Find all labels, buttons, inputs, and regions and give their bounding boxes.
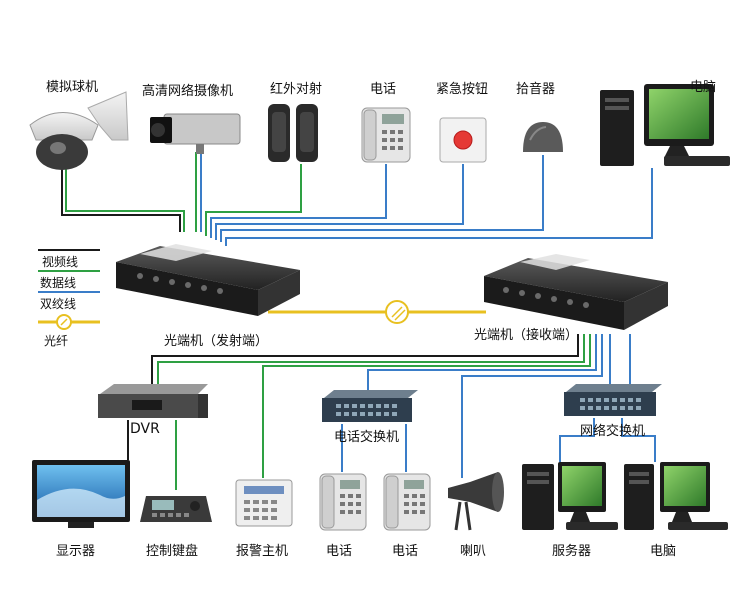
dome-camera-image bbox=[29, 91, 129, 170]
network-switch-image bbox=[564, 384, 662, 416]
cable-sw-server bbox=[559, 418, 595, 462]
computer-bottom-image bbox=[624, 462, 728, 530]
infrared-image bbox=[268, 104, 318, 162]
label-phone-switch: 电话交换机 bbox=[334, 430, 400, 445]
receiver-image bbox=[484, 254, 668, 330]
legend-fiber-label: 光纤 bbox=[44, 334, 69, 348]
legend-video-label: 视频线 bbox=[42, 255, 79, 269]
legend-twisted-label: 双绞线 bbox=[40, 297, 77, 311]
label-infrared: 红外对射 bbox=[270, 82, 323, 97]
cable-mic bbox=[220, 155, 544, 242]
server-image bbox=[522, 462, 618, 530]
phone-bottom1-image bbox=[319, 473, 367, 531]
cable-button bbox=[215, 164, 464, 240]
cable-rx-alarm bbox=[262, 334, 591, 478]
computer-top-image bbox=[600, 84, 730, 166]
fiber-coupler bbox=[385, 300, 409, 324]
cable-rx-phoneswitch bbox=[367, 334, 597, 398]
label-hd-camera: 高清网络摄像机 bbox=[142, 84, 234, 99]
legend bbox=[38, 249, 100, 330]
cable-rx-dvr-data bbox=[157, 334, 585, 392]
label-keyboard: 控制键盘 bbox=[146, 544, 199, 559]
label-computer-top: 电脑 bbox=[690, 80, 717, 95]
alarm-host-image bbox=[235, 479, 293, 527]
label-speaker: 喇叭 bbox=[460, 544, 487, 559]
label-server: 服务器 bbox=[552, 544, 592, 559]
phone-top-image bbox=[361, 107, 411, 163]
label-network-switch: 网络交换机 bbox=[580, 424, 646, 439]
cable-dome-data bbox=[65, 168, 185, 232]
phone-bottom2-image bbox=[383, 473, 431, 531]
monitor-image bbox=[32, 460, 130, 528]
legend-data-label: 数据线 bbox=[40, 276, 77, 290]
speaker-image bbox=[448, 472, 504, 531]
label-computer-bottom: 电脑 bbox=[650, 544, 677, 559]
keyboard-image bbox=[140, 496, 212, 522]
cable-rx-dvr bbox=[151, 334, 579, 392]
transmitter-image bbox=[116, 244, 300, 316]
label-receiver: 光端机（接收端） bbox=[474, 328, 579, 343]
label-phone-bottom1: 电话 bbox=[326, 544, 353, 559]
cable-rx-speaker bbox=[461, 334, 603, 478]
label-transmitter: 光端机（发射端） bbox=[164, 334, 269, 349]
emergency-button-image bbox=[439, 117, 487, 163]
dvr-image bbox=[98, 384, 208, 418]
hd-camera-image bbox=[150, 113, 241, 154]
label-alarm-host: 报警主机 bbox=[236, 544, 289, 559]
label-dvr: DVR bbox=[130, 421, 160, 437]
cable-sw-pc bbox=[621, 418, 656, 462]
cable-dome-video bbox=[61, 168, 181, 232]
cable-infrared bbox=[205, 164, 302, 236]
phone-switch-image bbox=[322, 390, 418, 422]
label-phone-bottom2: 电话 bbox=[392, 544, 419, 559]
label-phone-top: 电话 bbox=[370, 82, 397, 97]
microphone-image bbox=[523, 122, 563, 152]
cable-pc bbox=[225, 168, 653, 246]
label-dome-camera: 模拟球机 bbox=[46, 80, 99, 95]
label-emergency-button: 紧急按钮 bbox=[436, 82, 489, 97]
label-microphone: 拾音器 bbox=[516, 82, 556, 97]
cable-phone bbox=[210, 164, 387, 238]
label-monitor: 显示器 bbox=[56, 544, 96, 559]
